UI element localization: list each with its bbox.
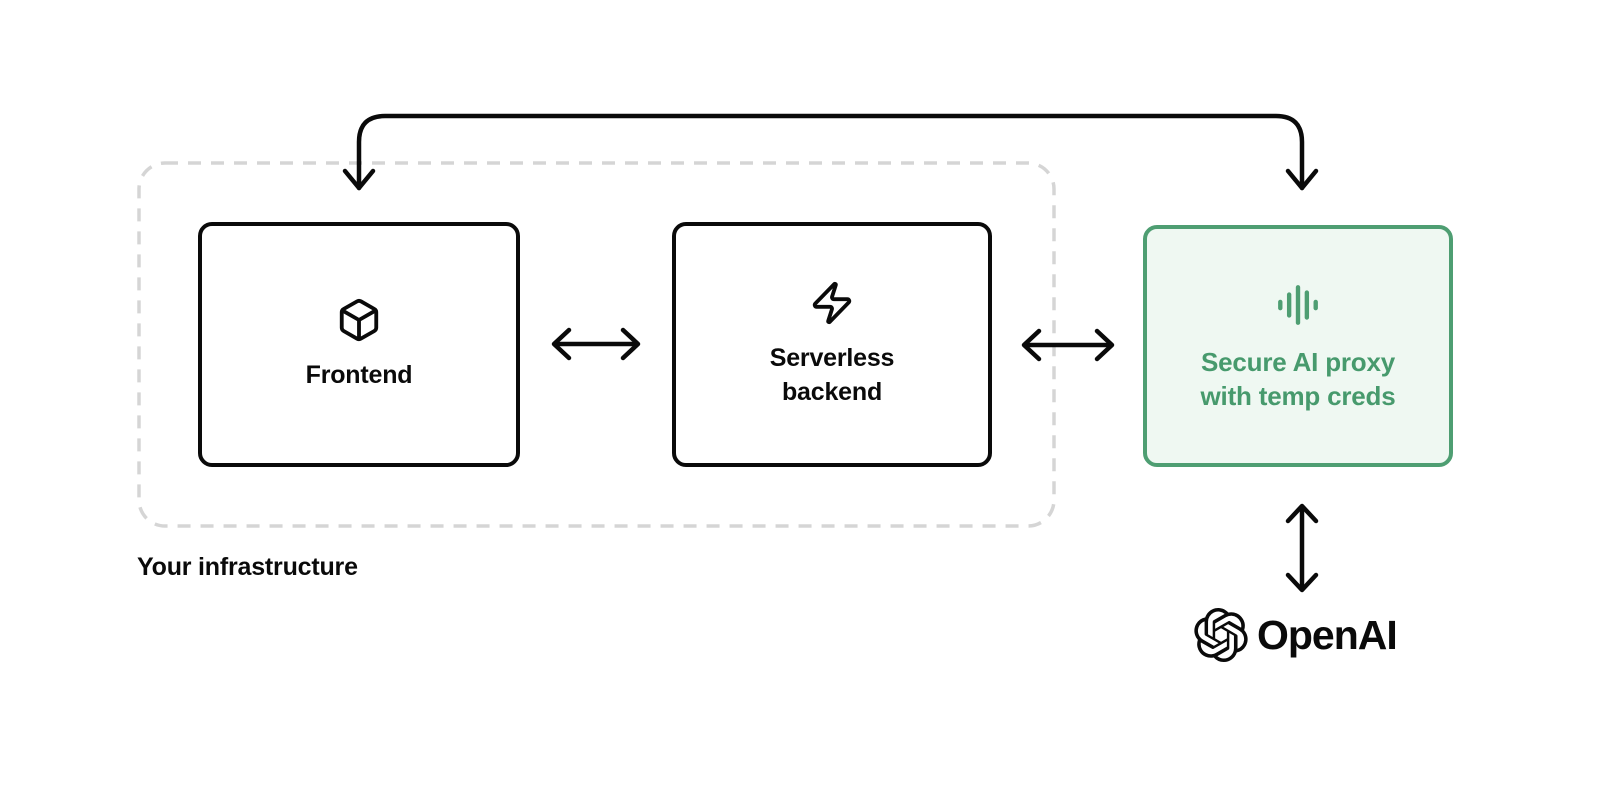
openai-logo-icon: [1194, 608, 1248, 662]
node-frontend-label: Frontend: [305, 361, 413, 389]
waveform-icon: [1278, 284, 1318, 325]
node-serverless-backend-label: Serverless backend: [769, 344, 895, 406]
box-icon: [339, 298, 379, 342]
top-route-arrow: [342, 113, 1319, 191]
node-frontend: Frontend: [198, 222, 520, 467]
infrastructure-label: Your infrastructure: [137, 553, 358, 581]
openai-logo: OpenAI: [1194, 608, 1398, 662]
node-serverless-backend: Serverless backend: [672, 222, 992, 467]
arrowhead-down-left: [342, 168, 376, 191]
proxy-openai-arrow: [1285, 503, 1319, 593]
openai-wordmark: OpenAI: [1257, 611, 1398, 658]
arrowhead-down-right: [1285, 168, 1319, 191]
backend-proxy-arrow: [1021, 328, 1115, 362]
node-secure-ai-proxy-label: Secure AI proxy with temp creds: [1200, 346, 1396, 411]
frontend-backend-arrow: [551, 327, 641, 361]
node-secure-ai-proxy: Secure AI proxy with temp creds: [1143, 225, 1453, 467]
zap-icon: [812, 281, 852, 325]
